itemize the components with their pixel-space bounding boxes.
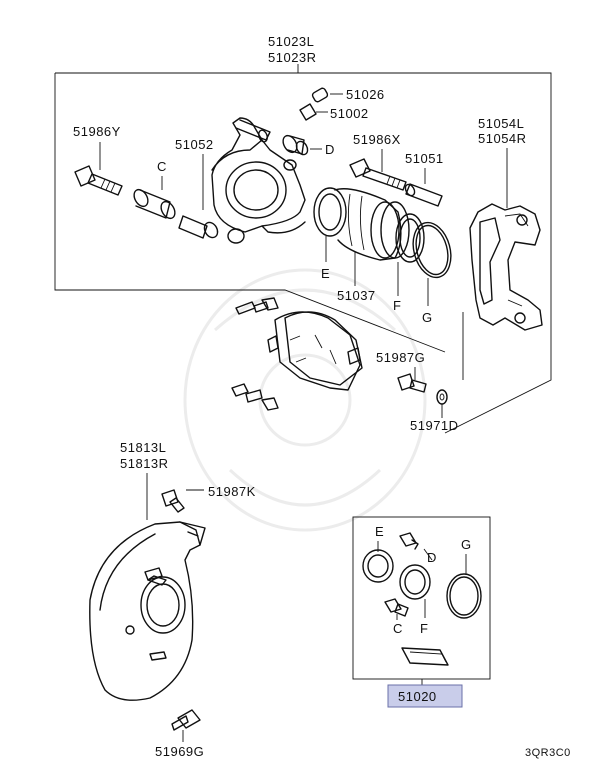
bolt-51986Y[interactable] [74,165,123,196]
bolt-51987K[interactable] [161,489,204,513]
bolt-51987G[interactable] [397,373,427,393]
label-51037[interactable]: 51037 [337,288,376,303]
seal-kit-box [352,516,491,680]
kit-cap-D[interactable] [399,532,419,550]
label-51023L[interactable]: 51023L [268,34,314,49]
label-F-kit[interactable]: F [420,621,428,636]
slide-boot[interactable] [178,215,220,240]
label-51026[interactable]: 51026 [346,87,385,102]
dust-shield-51813[interactable] [89,521,206,701]
kit-grease-packet[interactable] [401,647,449,666]
label-F-upper[interactable]: F [393,298,401,313]
caliper-assembly-frame-left [54,73,446,353]
piston-seal-F[interactable] [395,213,425,263]
caliper-cylinder-51052[interactable] [211,117,306,244]
label-D-kit[interactable]: D [427,550,437,565]
label-51051[interactable]: 51051 [405,151,444,166]
label-51020[interactable]: 51020 [398,689,437,704]
diagram-code: 3QR3C0 [525,747,571,759]
label-G-kit[interactable]: G [461,537,472,552]
label-51969G[interactable]: 51969G [155,744,204,759]
label-E-upper[interactable]: E [321,266,330,281]
bleeder-plug-51026[interactable] [311,87,343,103]
caliper-assembly-frame [55,72,552,434]
label-51986Y[interactable]: 51986Y [73,124,121,139]
sleeve-C[interactable] [131,187,177,221]
kit-ring-G[interactable] [446,573,482,619]
bleeder-cap-51002[interactable] [299,103,328,121]
bolt-51986X[interactable] [349,158,407,191]
seal-kit-label-highlight[interactable] [387,684,463,708]
mounting-bracket-51054[interactable] [469,203,543,331]
label-51986X[interactable]: 51986X [353,132,401,147]
pad-clip-upper[interactable] [235,297,279,315]
ring-G[interactable] [407,218,456,281]
label-51987K[interactable]: 51987K [208,484,256,499]
kit-seal-F[interactable] [399,564,431,600]
pad-clip-lower[interactable] [231,383,279,411]
washer-51971D[interactable] [436,389,448,405]
label-51023R[interactable]: 51023R [268,50,317,65]
piston-boot-E[interactable] [313,187,347,237]
screw-51969G[interactable] [171,709,201,731]
label-51813L[interactable]: 51813L [120,440,166,455]
kit-boot-E[interactable] [362,549,394,583]
slide-pin-51051[interactable] [404,183,443,207]
dust-cap-D[interactable] [280,133,322,156]
label-51971D[interactable]: 51971D [410,418,459,433]
label-51813R[interactable]: 51813R [120,456,169,471]
label-51052[interactable]: 51052 [175,137,214,152]
kit-sleeve-C[interactable] [384,598,409,617]
watermark-emblem [183,268,427,532]
label-G-upper[interactable]: G [422,310,433,325]
label-51054R[interactable]: 51054R [478,131,527,146]
label-D-upper[interactable]: D [325,142,335,157]
label-C-kit[interactable]: C [393,621,403,636]
label-51002[interactable]: 51002 [330,106,369,121]
label-51987G[interactable]: 51987G [376,350,425,365]
piston-51037[interactable] [334,188,410,261]
label-51054L[interactable]: 51054L [478,116,524,131]
label-C-upper[interactable]: C [157,159,167,174]
brake-pads[interactable] [267,311,363,391]
label-E-kit[interactable]: E [375,524,384,539]
